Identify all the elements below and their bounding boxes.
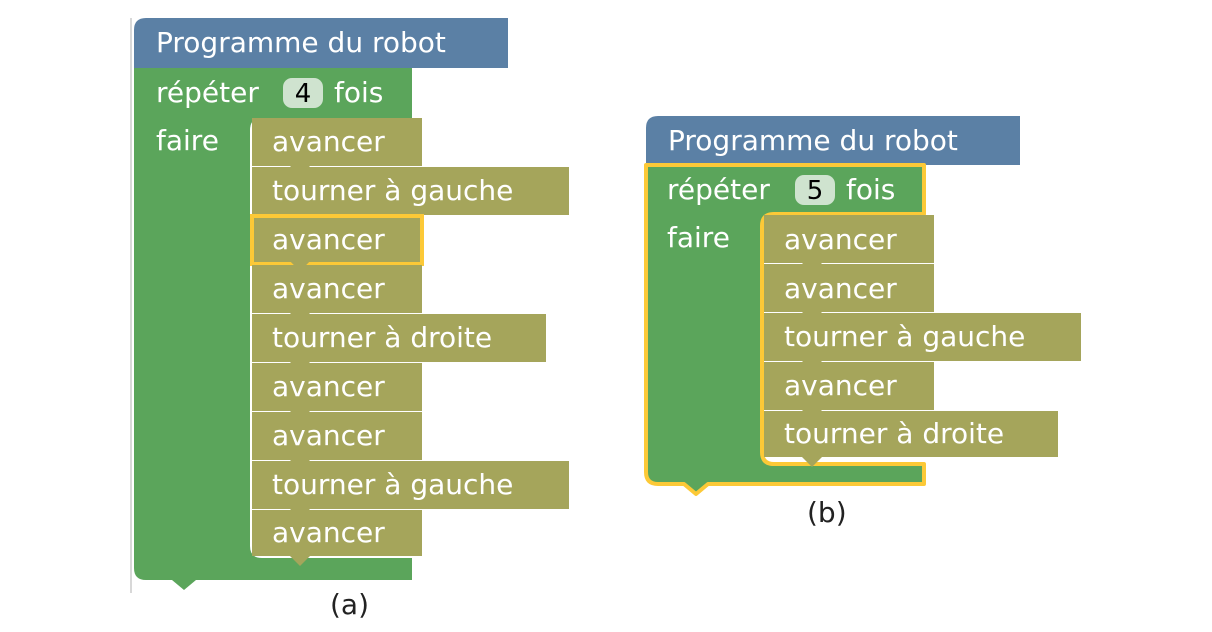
statement-block[interactable]: avancer [252, 412, 422, 470]
repeat-suffix-b: fois [846, 173, 895, 206]
repeat-suffix-a: fois [334, 76, 383, 109]
header-label-a: Programme du robot [156, 26, 446, 59]
statement-block[interactable]: avancer [764, 362, 934, 420]
statement-label: avancer [272, 516, 385, 549]
statement-block[interactable]: avancer [764, 215, 934, 273]
statement-block[interactable]: avancer [252, 363, 422, 421]
repeat-count-field-b[interactable] [795, 175, 835, 205]
statement-block[interactable]: tourner à gauche [252, 461, 569, 519]
statement-shape [764, 313, 1081, 371]
program-a: Programme du robot répéter 4 fois faire … [134, 18, 569, 590]
statement-shape [252, 118, 422, 176]
header-label-b: Programme du robot [668, 124, 958, 157]
statement-block[interactable]: avancer [252, 265, 422, 323]
statement-block[interactable]: tourner à droite [252, 314, 546, 372]
statement-label: avancer [272, 125, 385, 158]
statement-label: tourner à droite [784, 417, 1004, 450]
statement-shape [252, 363, 422, 421]
statement-label: avancer [784, 272, 897, 305]
statement-block[interactable]: avancer [252, 118, 422, 176]
header-shape-a [134, 18, 508, 78]
program-b: Programme du robot répéter 5 fois faire … [644, 116, 1081, 496]
statement-shape [764, 411, 1058, 467]
repeat-block-a[interactable]: répéter 4 fois faire [134, 68, 412, 590]
statement-label: avancer [784, 369, 897, 402]
statement-label: avancer [272, 370, 385, 403]
repeat-shape-a [134, 68, 412, 590]
statement-shape [764, 362, 934, 420]
statement-label: avancer [272, 419, 385, 452]
statement-shape [252, 412, 422, 470]
header-block-b[interactable]: Programme du robot [646, 116, 1020, 175]
statement-block[interactable]: tourner à gauche [764, 313, 1081, 371]
statement-label: tourner à gauche [272, 468, 513, 501]
statement-shape [764, 215, 934, 273]
statement-block[interactable]: tourner à gauche [252, 167, 569, 225]
repeat-prefix-b: répéter [667, 173, 770, 206]
statement-block[interactable]: avancer [764, 264, 934, 322]
statement-shape [252, 461, 569, 519]
statement-block[interactable]: tourner à droite [764, 411, 1058, 467]
statement-shape [252, 510, 422, 566]
repeat-prefix-a: répéter [156, 76, 259, 109]
statement-shape [252, 314, 546, 372]
caption-b: (b) [807, 496, 847, 529]
caption-a: (a) [330, 588, 370, 621]
statement-block[interactable]: avancer [252, 510, 422, 566]
repeat-count-b: 5 [807, 176, 824, 206]
workspace-edge [130, 18, 132, 593]
statement-shape [252, 167, 569, 225]
header-shape-b [646, 116, 1020, 175]
statement-label: tourner à droite [272, 321, 492, 354]
repeat-count-a: 4 [295, 79, 312, 109]
statement-label: avancer [784, 223, 897, 256]
statement-label: tourner à gauche [272, 174, 513, 207]
repeat-count-field-a[interactable] [283, 78, 323, 108]
statement-label: avancer [272, 223, 385, 256]
statement-shape [764, 264, 934, 322]
header-block-a[interactable]: Programme du robot [134, 18, 508, 78]
statement-shape [252, 265, 422, 323]
statement-block-selected[interactable]: avancer [250, 214, 424, 277]
do-label-b: faire [667, 221, 730, 254]
statement-label: avancer [272, 272, 385, 305]
statement-label: tourner à gauche [784, 320, 1025, 353]
do-label-a: faire [156, 124, 219, 157]
